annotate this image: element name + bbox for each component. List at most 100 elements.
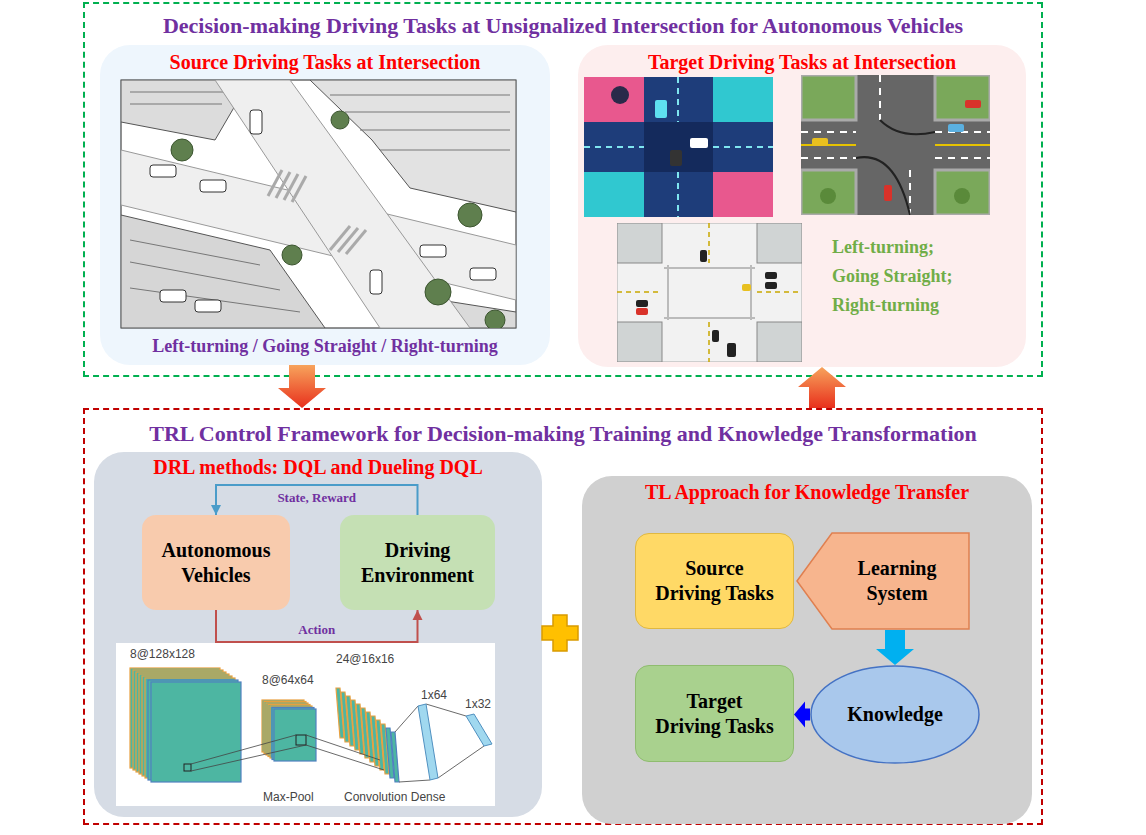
illustration-part [391,732,399,782]
cnn-figure [116,643,495,806]
connector-line [216,610,418,642]
box-label: Target Driving Tasks [652,689,777,739]
illustration-part [801,170,856,215]
illustration-part [121,150,516,300]
illustration-part [426,704,466,716]
illustration-part [713,172,773,217]
illustration-part [801,144,856,146]
ellipse-node: Knowledge [810,665,980,764]
pentagon-arrow: Learning System [796,532,970,630]
illustration-part [130,668,399,782]
text-holder: Decision-making Driving Tasks at Unsigna… [85,13,1041,39]
target-image-b [801,75,990,215]
illustration-part [727,343,736,357]
box-label: Autonomous Vehicles [150,538,282,588]
layer-label: Max-Pool [263,790,314,804]
block-arrow [876,630,914,665]
illustration-part [880,120,935,134]
illustration-part [677,77,679,122]
illustration-part [345,112,510,113]
illustration-part [191,735,296,764]
plus-symbol [542,615,578,651]
illustration-part [142,676,232,776]
illustration-part [356,704,364,754]
illustration-part [708,223,710,263]
illustration-part [470,268,496,280]
illustration-part [160,290,186,302]
flow-arrow [876,630,914,665]
illustration-part [330,226,350,250]
illustration-part [360,130,510,131]
block-arrow [794,702,810,728]
illustration-part [584,77,644,122]
illustration-part [386,728,394,778]
process-box: Driving Environment [340,515,495,610]
illustration-part [272,708,314,760]
illustration-part [617,223,662,263]
illustration-part [801,131,856,133]
panel-heading: TL Approach for Knowledge Transfer [582,480,1032,504]
illustration-part [420,245,446,257]
illustration-part [200,180,226,192]
illustration-part [376,720,384,770]
illustration-part [266,703,308,755]
illustration-part [346,696,354,746]
box-label: Knowledge [820,702,970,727]
illustration-part [130,240,260,265]
illustration-part [765,272,777,279]
illustration-part [306,735,380,760]
text-holder: Target Driving Tasks at Intersection [578,50,1026,74]
illustration-part [215,80,470,328]
illustration-part [276,172,290,198]
illustration-part [667,265,669,320]
illustration-part [584,146,644,148]
illustration-part [130,288,300,312]
illustration-part [636,308,648,315]
layer-label: 1x32 [465,697,491,711]
illustration-part [742,284,751,291]
illustration-part [418,704,438,780]
illustration-part [331,111,349,129]
illustration-part [677,172,679,217]
panel-heading: TRL Control Framework for Decision-makin… [85,421,1041,447]
illustration-part [341,692,349,742]
illustration-part [644,122,713,172]
illustration-part [757,291,802,293]
illustration-part [617,291,662,293]
connector-line [216,485,418,515]
box-label: Source Driving Tasks [652,556,777,606]
target-image-a [584,77,773,217]
illustration-part [935,157,990,159]
illustration-part [708,322,710,362]
illustration-part [195,300,221,312]
illustration-part [366,712,374,762]
illustration-part [121,80,250,140]
layer-label: Convolution Dense [344,790,445,804]
region-frame: Decision-making Driving Tasks at Unsigna… [83,2,1043,377]
illustration-part [750,265,752,320]
panel-text: Left-turning; Going Straight; Right-turn… [832,233,982,320]
illustration-part [310,80,516,212]
layer-label: 1x64 [421,688,447,702]
illustration-part [130,104,222,105]
flow-arrow [216,610,423,642]
illustration-part [338,228,358,252]
illustration-part [617,322,662,362]
illustration-part [171,139,193,161]
illustration-part [282,245,302,265]
illustration-part [935,144,990,146]
text-holder: Left-turning; Going Straight; Right-turn… [832,233,982,320]
illustration-part [757,322,802,362]
illustration-part [935,131,990,133]
illustration-part [965,100,981,108]
arrowhead [413,610,423,620]
illustration-part [664,265,755,320]
layer-label: 8@64x64 [262,673,314,687]
layer-label: 8@128x128 [130,647,195,661]
target-panel: Target Driving Tasks at IntersectionLeft… [578,45,1026,367]
illustration-part [121,215,325,328]
illustration-part [116,643,495,806]
